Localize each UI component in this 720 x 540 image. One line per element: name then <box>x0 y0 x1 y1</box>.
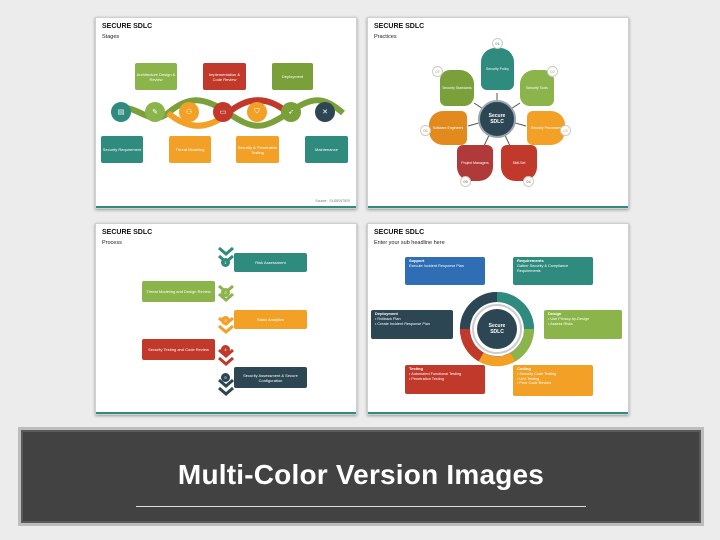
petal-number: 02 <box>547 66 558 77</box>
slide-title: SECURE SDLC <box>374 23 425 30</box>
tools-icon: ✕ <box>315 102 335 122</box>
step-number: 2 <box>221 288 230 297</box>
petal-number: 06 <box>420 125 431 136</box>
petal-label: Security Tools <box>526 85 548 90</box>
card-line-text: Create Incident Response Plan <box>377 321 430 326</box>
step-number: 4 <box>221 345 230 354</box>
card-line-text: Peer Code Review <box>519 381 552 386</box>
card-title: Coding <box>517 366 531 371</box>
petal-label: Security Standards <box>442 85 472 90</box>
rocket-icon: ➶ <box>281 102 301 122</box>
card-design: Design • Use Privacy-by-Design • Assess … <box>544 310 622 339</box>
petal-label: Project Managers <box>461 160 489 165</box>
petal-number: 03 <box>560 125 571 136</box>
card-testing: Testing • Automated Functional Testing •… <box>405 365 485 394</box>
step-number: 5 <box>221 373 230 382</box>
step-security-assessment: Security Assessment & Secure Configurati… <box>234 367 307 388</box>
slide-subtitle: Process <box>102 240 122 246</box>
cycle-ring <box>459 292 535 367</box>
step-static-analytics: Static Analytics <box>234 310 307 329</box>
step-number: 1 <box>221 258 230 267</box>
card-line-text: Penetration Testing <box>411 376 444 381</box>
card-line: • Create Incident Response Plan <box>375 321 430 326</box>
petal-number: 01 <box>492 38 503 49</box>
card-title: Design <box>548 311 562 316</box>
card-line: • Automated Functional Testing <box>409 371 462 376</box>
card-line-text: Use Privacy-by-Design <box>550 316 590 321</box>
step-threat-modeling: Threat Modeling and Design Review <box>142 281 215 302</box>
petal-security-tools: Security Tools <box>520 70 554 106</box>
slide-subtitle: Practices <box>374 34 397 40</box>
slide-title: SECURE SDLC <box>374 229 425 236</box>
petal-software-engineers: Software Engineers <box>429 111 467 145</box>
petal-number: 07 <box>432 66 443 77</box>
card-line: • Rollback Plan <box>375 316 401 321</box>
shield-icon: ⛉ <box>247 102 267 122</box>
petal-security-processes: Security Processes <box>527 111 565 145</box>
cycle-center: Secure SDLC <box>472 304 522 354</box>
card-line: • Security Code Testing <box>517 371 557 376</box>
card-line-text: Unit Testing <box>519 376 540 381</box>
card-line: Gather Security & Compliance Requirement… <box>517 263 569 273</box>
card-support: Support Execute Incident Response Plan <box>405 257 485 285</box>
petal-security-standards: Security Standards <box>440 70 474 106</box>
petal-security-policy: Security Policy <box>481 48 514 90</box>
center-label: Secure SDLC <box>488 113 506 125</box>
petal-project-managers: Project Managers <box>457 145 493 181</box>
petal-number: 05 <box>460 176 471 187</box>
card-line: • Assess Risks <box>548 321 573 326</box>
card-line-text: Automated Functional Testing <box>411 371 462 376</box>
petal-skill-set: Skill-Set <box>501 145 537 181</box>
step-risk-assessment: Risk Assessment <box>234 253 307 272</box>
banner-divider <box>136 506 586 507</box>
slide-process[interactable]: SECURE SDLC Process 1 2 3 4 5 Risk Asses… <box>95 223 357 415</box>
practices-center: Secure SDLC <box>478 100 516 138</box>
source-text: Source : SLIDENTIER <box>315 199 350 203</box>
card-deployment: Deployment • Rollback Plan • Create Inci… <box>371 310 453 339</box>
slide-title: SECURE SDLC <box>102 23 153 30</box>
card-title: Testing <box>409 366 423 371</box>
petal-number: 04 <box>523 176 534 187</box>
stage-penetration-testing: Security & Penetration Testing <box>236 136 279 163</box>
slide-subtitle: Enter your sub headline here <box>374 240 445 246</box>
stage-implementation: Implementation & Code Review <box>203 63 246 90</box>
slide-title: SECURE SDLC <box>102 229 153 236</box>
stage-deployment: Deployment <box>272 63 313 90</box>
card-line: • Unit Testing <box>517 376 540 381</box>
document-search-icon: ✎ <box>145 102 165 122</box>
card-line-text: Security Code Testing <box>519 371 557 376</box>
petal-label: Skill-Set <box>512 160 526 165</box>
card-coding: Coding • Security Code Testing • Unit Te… <box>513 365 593 396</box>
stage-security-requirement: Security Requirement <box>101 136 143 163</box>
cycle-center-disc: Secure SDLC <box>477 309 517 349</box>
book-icon: ▤ <box>111 102 131 122</box>
center-label: Secure SDLC <box>488 323 506 335</box>
petal-label: Security Processes <box>531 125 561 130</box>
card-line-text: Rollback Plan <box>377 316 401 321</box>
card-line: • Peer Code Review <box>517 381 552 386</box>
slide-stages[interactable]: SECURE SDLC Stages ▤ ✎ ⚇ ▭ ⛉ ➶ ✕ Archite… <box>95 17 357 209</box>
petal-label: Software Engineers <box>432 125 464 130</box>
stage-architecture: Architecture Design & Review <box>135 63 177 90</box>
card-line: • Use Privacy-by-Design <box>548 316 590 321</box>
slide-cycle[interactable]: SECURE SDLC Enter your sub headline here… <box>367 223 629 415</box>
monitor-icon: ▭ <box>213 102 233 122</box>
stage-maintenance: Maintenance <box>305 136 348 163</box>
card-requirements: Requirements Gather Security & Complianc… <box>513 257 593 285</box>
stage-threat-modeling: Threat Modeling <box>169 136 211 163</box>
caption-banner: Multi-Color Version Images <box>21 430 701 523</box>
slide-subtitle: Stages <box>102 34 120 40</box>
card-title: Requirements <box>517 258 544 263</box>
card-line: • Penetration Testing <box>409 376 444 381</box>
banner-title: Multi-Color Version Images <box>177 459 545 490</box>
card-line: Execute Incident Response Plan <box>409 263 464 268</box>
step-security-testing: Security Testing and Code Review <box>142 339 215 360</box>
org-chart-icon: ⚇ <box>179 102 199 122</box>
card-title: Support <box>409 258 425 263</box>
petal-label: Security Policy <box>486 66 509 71</box>
step-number: 3 <box>221 316 230 325</box>
slide-practices[interactable]: SECURE SDLC Practices Secure SDLC Securi… <box>367 17 629 209</box>
card-title: Deployment <box>375 311 398 316</box>
card-line-text: Assess Risks <box>550 321 573 326</box>
